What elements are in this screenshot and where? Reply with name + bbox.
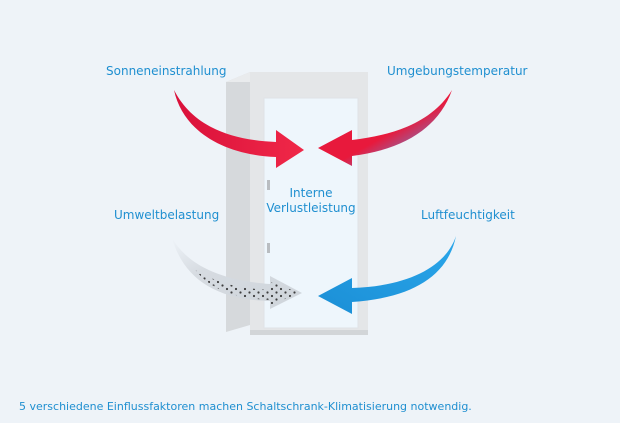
label-sun-radiation: Sonneneinstrahlung	[106, 64, 227, 78]
humidity-arrow-icon	[318, 236, 456, 314]
label-internal-heat-loss: Interne Verlustleistung	[262, 186, 360, 216]
label-internal-line2: Verlustleistung	[266, 201, 356, 215]
pollution-arrow-icon	[172, 238, 302, 309]
label-humidity: Luftfeuchtigkeit	[421, 208, 515, 222]
temperature-arrow-icon	[318, 90, 452, 166]
label-ambient-temperature: Umgebungstemperatur	[387, 64, 528, 78]
sun-arrow-icon	[174, 90, 304, 168]
caption: 5 verschiedene Einflussfaktoren machen S…	[19, 400, 472, 413]
label-internal-line1: Interne	[289, 186, 333, 200]
label-environmental-pollution: Umweltbelastung	[114, 208, 220, 222]
